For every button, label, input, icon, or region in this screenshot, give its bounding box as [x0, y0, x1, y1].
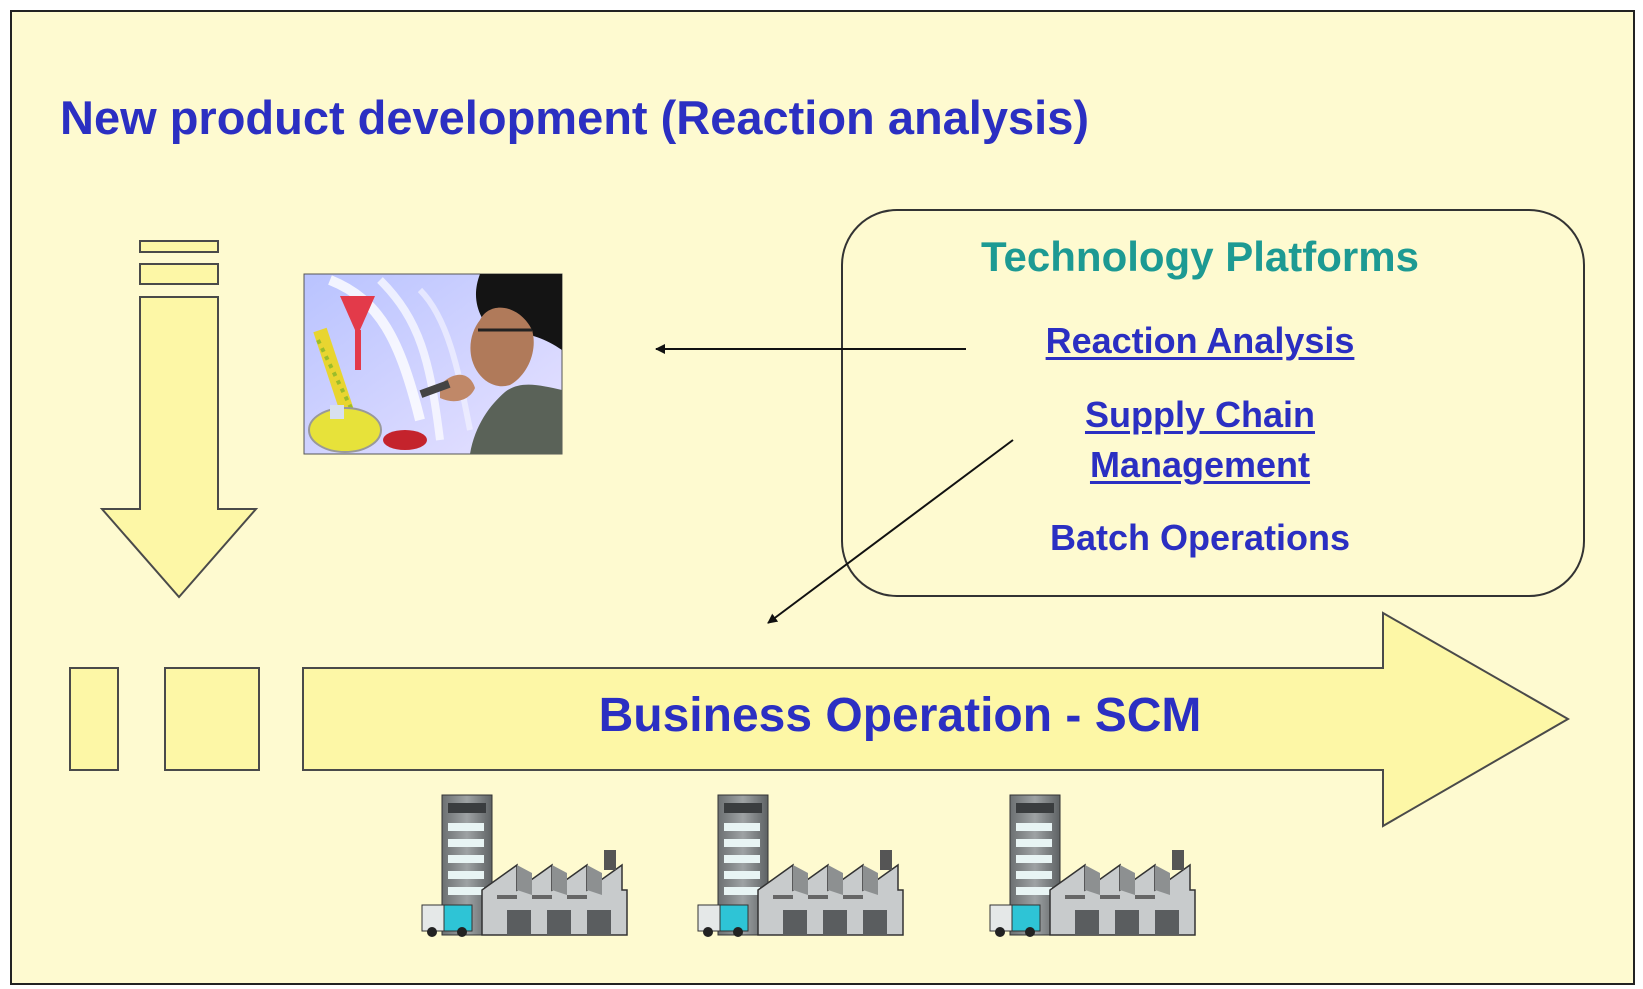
- slide-canvas: [10, 10, 1635, 985]
- bizop-stripe-2: [164, 667, 260, 771]
- factory-icon: [421, 794, 628, 937]
- lab-photo-icon: [303, 273, 563, 455]
- supply-chain-management-link[interactable]: Supply Chain Management: [850, 390, 1550, 490]
- business-operation-label: Business Operation - SCM: [598, 689, 1202, 742]
- batch-operations-label: Batch Operations: [1049, 517, 1351, 558]
- supply-chain-link-line-2: Management: [1089, 444, 1311, 485]
- technology-platforms-box: [841, 209, 1585, 597]
- down-arrow-body: [99, 296, 259, 599]
- supply-chain-link-line-1: Supply Chain: [1084, 394, 1315, 435]
- factory-icon: [697, 794, 904, 937]
- factory-icon: [989, 794, 1196, 937]
- page-title: New product development (Reaction analys…: [60, 91, 1089, 144]
- technology-platforms-title: Technology Platforms: [981, 233, 1419, 280]
- down-arrow-stripe-2: [139, 263, 219, 285]
- bizop-arrow-body: [302, 611, 1571, 828]
- bizop-stripe-1: [69, 667, 119, 771]
- down-arrow: [99, 240, 259, 599]
- business-operation-arrow: [69, 611, 1571, 828]
- reaction-analysis-link[interactable]: Reaction Analysis: [1045, 320, 1355, 361]
- down-arrow-stripe-1: [139, 240, 219, 253]
- arrow-to-business-operation: [767, 439, 1014, 624]
